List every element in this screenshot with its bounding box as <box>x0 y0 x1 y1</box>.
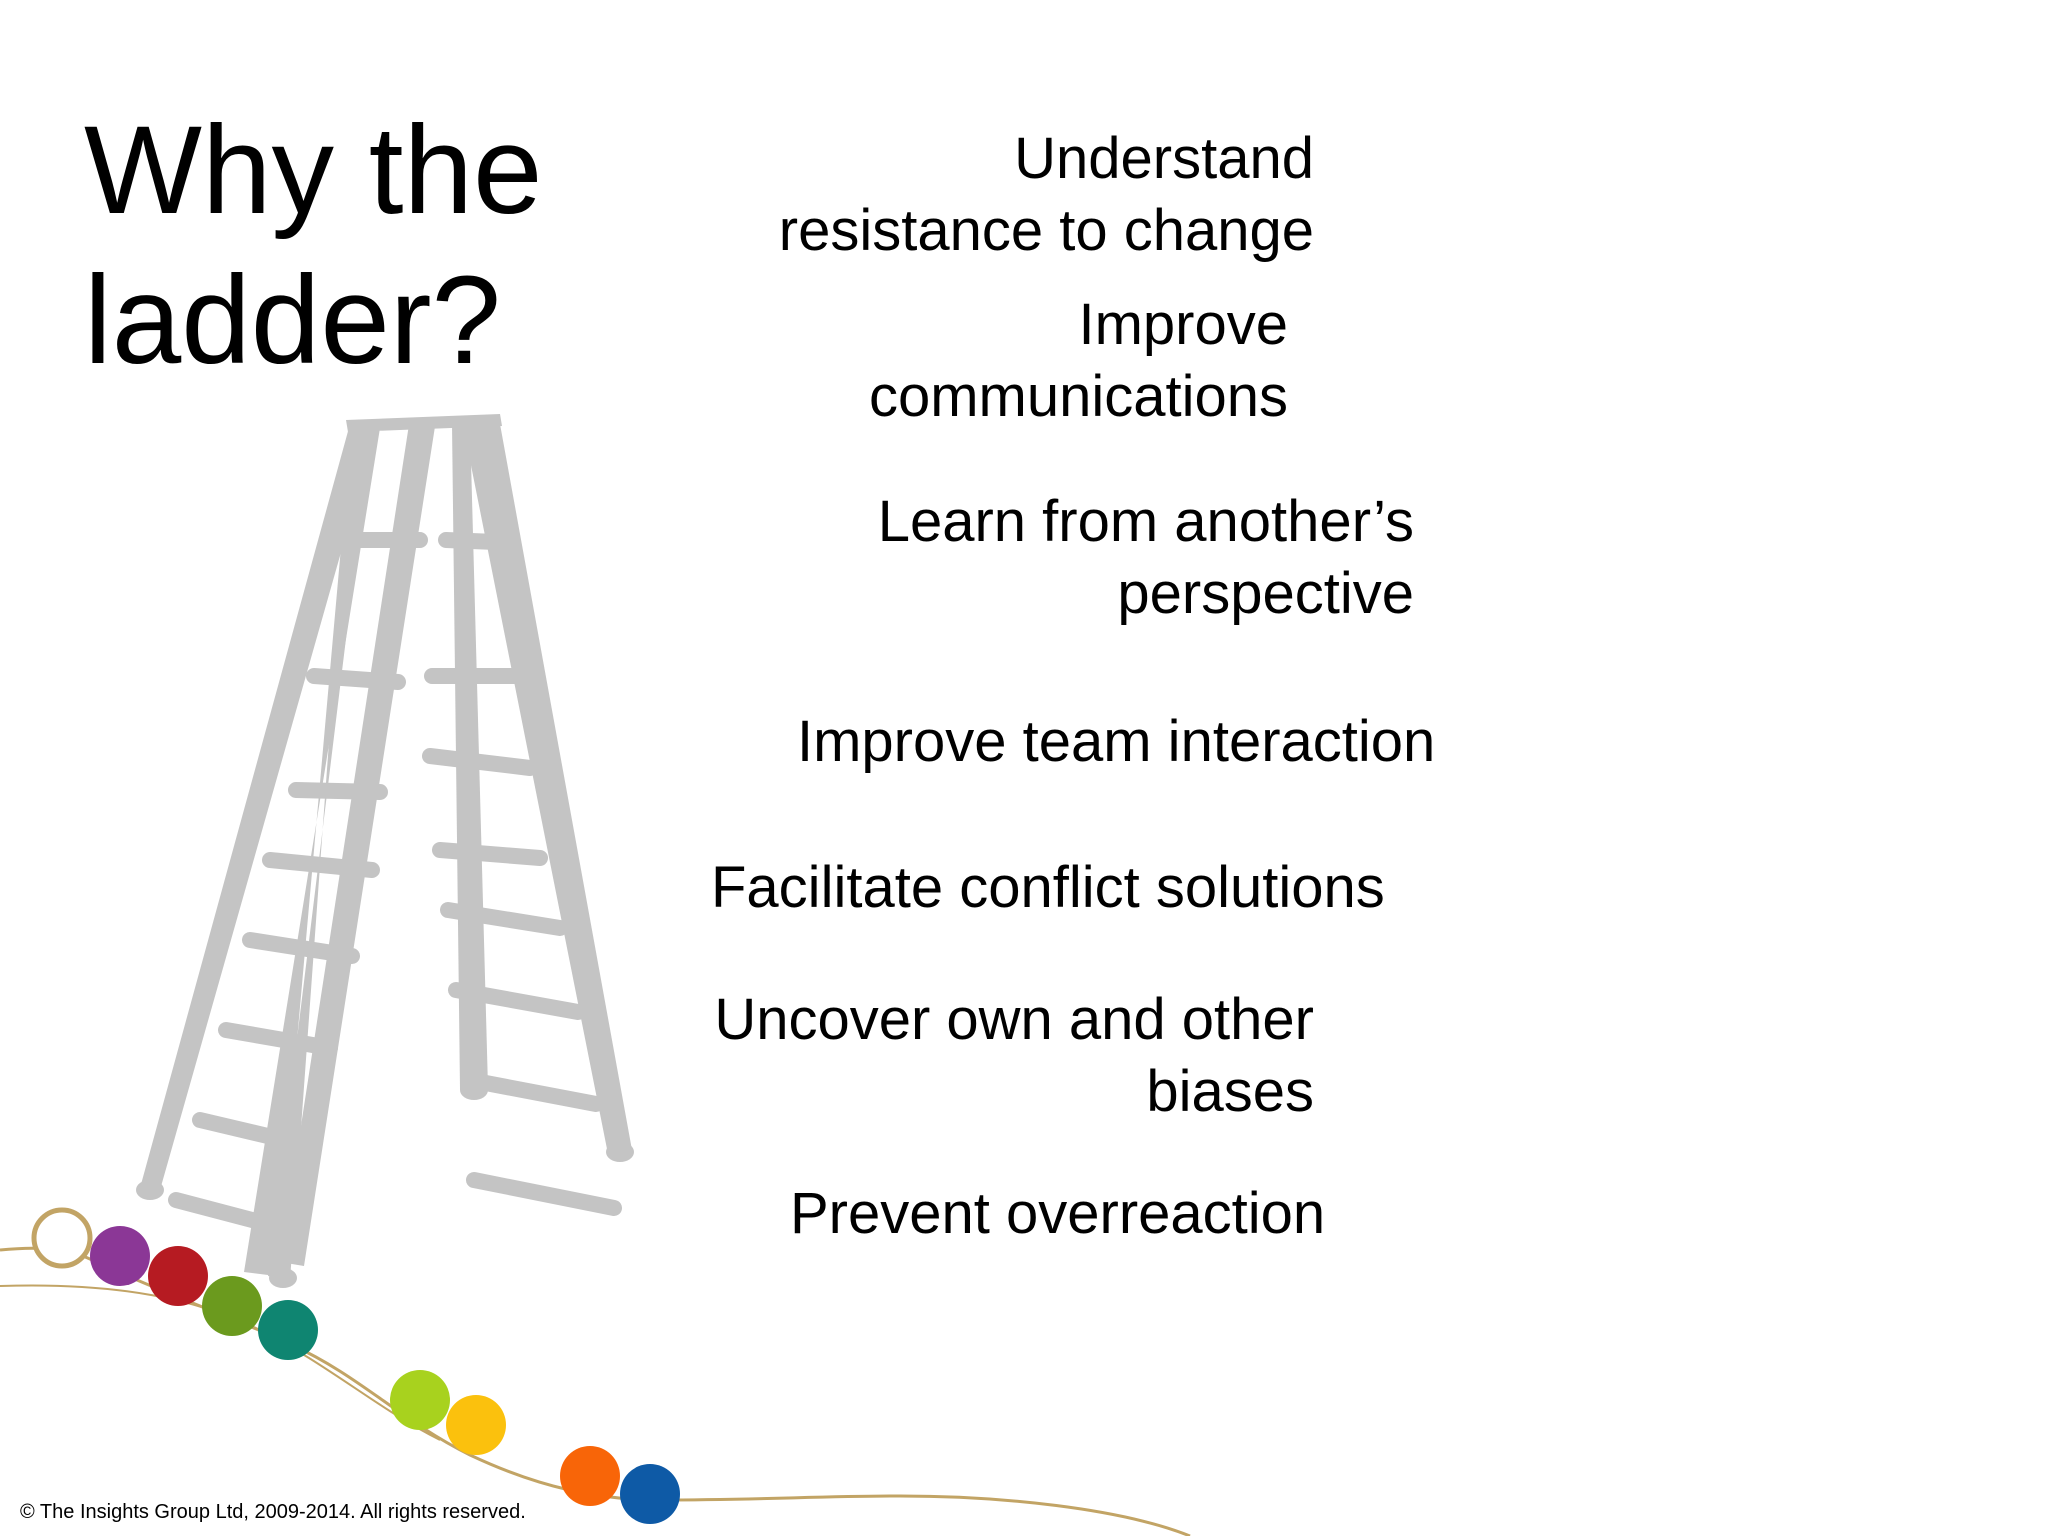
reason-understand-resistance: Understand resistance to change <box>779 123 1314 267</box>
reason-line: Uncover own and other <box>714 987 1314 1052</box>
orange-bead <box>560 1446 620 1506</box>
ladder-rung <box>432 842 548 866</box>
reason-improve-communications: Improve communications <box>869 289 1288 433</box>
ladder-foot <box>606 1142 634 1162</box>
ladder-rung <box>466 1172 622 1216</box>
ladder-rung <box>438 532 504 550</box>
reason-line: Facilitate conflict solutions <box>711 855 1385 920</box>
reason-line: Understand <box>1014 126 1314 191</box>
ladder-rung <box>448 982 586 1020</box>
ladder-rung <box>422 748 538 776</box>
reason-line: communications <box>868 364 1288 429</box>
ladder-rung <box>242 932 360 964</box>
reason-team-interaction: Improve team interaction <box>797 706 1435 778</box>
olive-green-bead <box>202 1276 262 1336</box>
ladder-rung <box>262 852 380 878</box>
ladder-foot <box>269 1268 297 1288</box>
stepladder-graphic <box>136 414 634 1288</box>
ladder-rung <box>218 1022 338 1056</box>
reason-line: biases <box>1146 1059 1314 1124</box>
blue-bead <box>620 1464 680 1524</box>
reason-line: Learn from another’s <box>877 489 1414 554</box>
ladder-rung <box>306 668 406 690</box>
teal-bead <box>258 1300 318 1360</box>
reason-learn-perspective: Learn from another’s perspective <box>878 486 1414 630</box>
yellow-bead <box>446 1395 506 1455</box>
reason-line: resistance to change <box>778 198 1314 263</box>
lime-bead <box>390 1370 450 1430</box>
reason-prevent-overreaction: Prevent overreaction <box>790 1178 1325 1250</box>
reason-line: Improve team interaction <box>797 709 1436 774</box>
purple-bead <box>90 1226 150 1286</box>
title-line-1: Why the <box>84 101 543 240</box>
ladder-foot <box>136 1180 164 1200</box>
copyright-notice: © The Insights Group Ltd, 2009-2014. All… <box>20 1501 526 1523</box>
reason-line: Improve <box>1078 292 1288 357</box>
reason-line: perspective <box>1117 561 1414 626</box>
open-ring-bead <box>31 1207 93 1269</box>
ladder-rung <box>288 782 388 800</box>
ladder-rung <box>440 902 568 936</box>
ladder-rung <box>192 1112 318 1154</box>
reason-conflict-solutions: Facilitate conflict solutions <box>711 852 1385 924</box>
slide-title: Why the ladder? <box>84 96 543 396</box>
red-bead <box>148 1246 208 1306</box>
reason-uncover-biases: Uncover own and other biases <box>714 984 1314 1128</box>
ladder-rung <box>462 1072 604 1112</box>
ladder-rung <box>168 1192 298 1238</box>
ladder-foot <box>460 1080 488 1100</box>
reason-line: Prevent overreaction <box>790 1181 1326 1246</box>
title-line-2: ladder? <box>84 251 501 390</box>
